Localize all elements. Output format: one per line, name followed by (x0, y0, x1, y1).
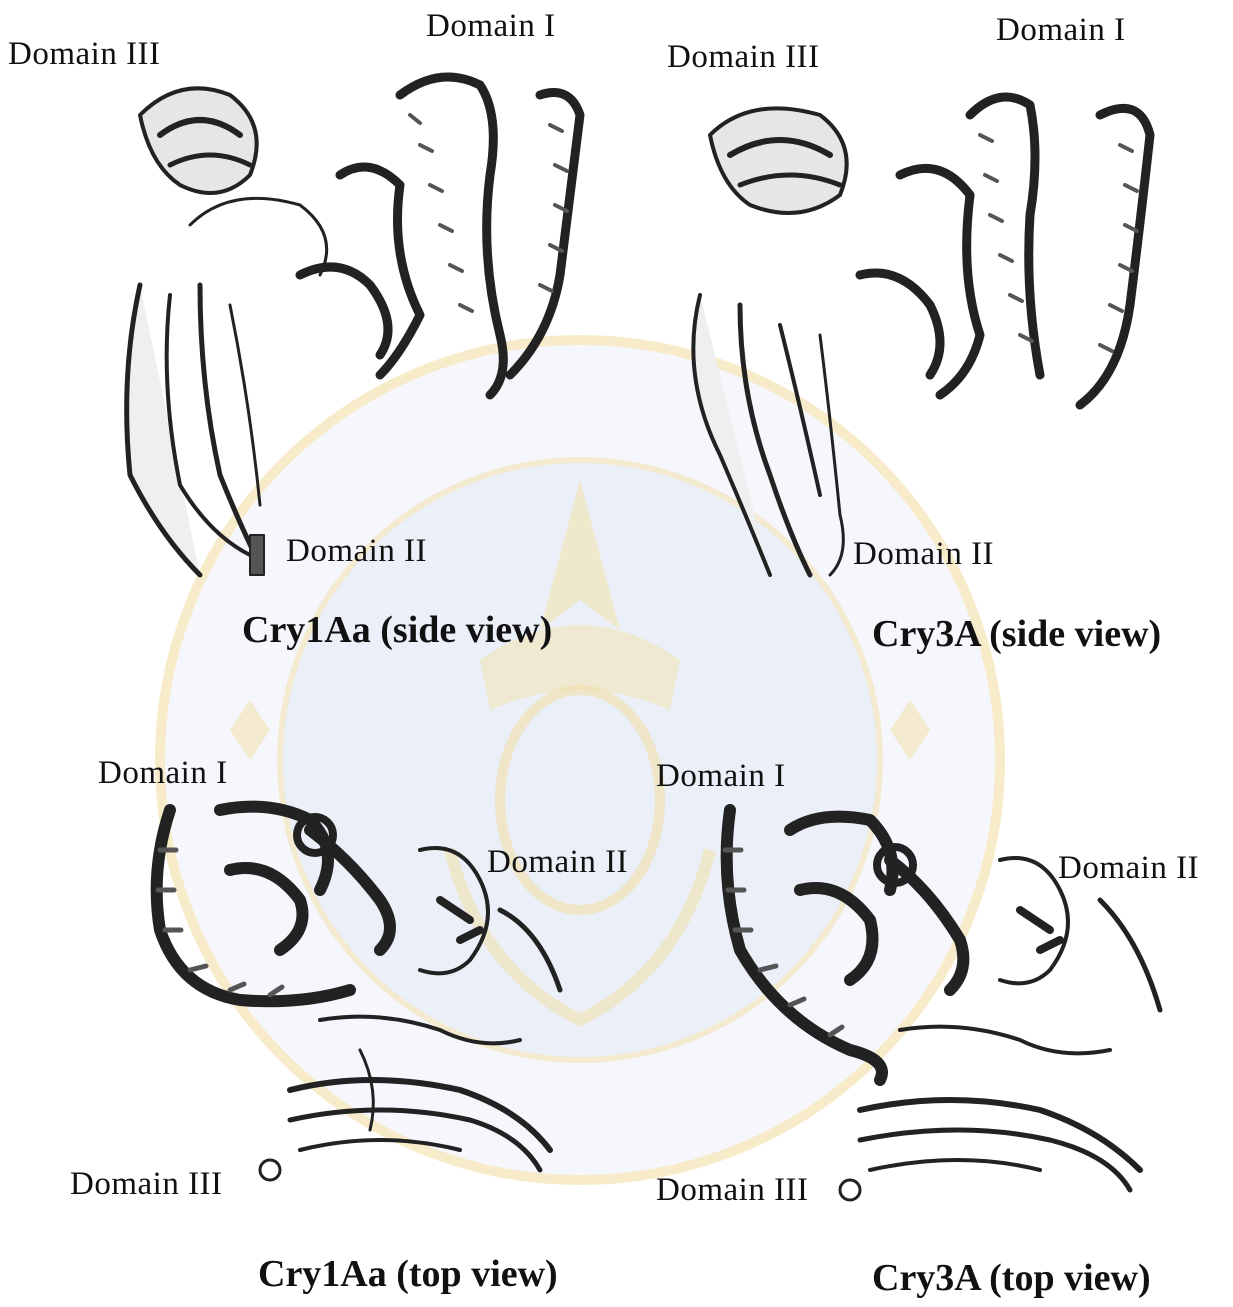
cry3a-side-structure (680, 75, 1180, 595)
cry3a-side-domain-2-label: Domain II (853, 536, 994, 573)
cry3a-top-domain-2-label: Domain II (1058, 850, 1199, 887)
cry3a-top-caption: Cry3A (top view) (872, 1256, 1151, 1300)
cry3a-top-domain-1-label: Domain I (656, 758, 786, 795)
cry3a-side-domain-1-label: Domain I (996, 12, 1126, 49)
cry1aa-side-domain-2-label: Domain II (286, 533, 427, 570)
cry1aa-top-domain-1-label: Domain I (98, 755, 228, 792)
cry3a-side-domain-3-label: Domain III (667, 39, 820, 76)
cry1aa-top-caption: Cry1Aa (top view) (258, 1252, 558, 1296)
cry1aa-side-structure (100, 55, 620, 615)
cry3a-top-domain-3-label: Domain III (656, 1172, 809, 1209)
cry1aa-side-domain-3-label: Domain III (8, 36, 161, 73)
cry3a-side-caption: Cry3A (side view) (872, 612, 1161, 656)
cry1aa-top-domain-2-label: Domain II (487, 844, 628, 881)
cry1aa-top-domain-3-label: Domain III (70, 1166, 223, 1203)
cry1aa-side-caption: Cry1Aa (side view) (242, 608, 552, 652)
cry1aa-side-domain-1-label: Domain I (426, 8, 556, 45)
